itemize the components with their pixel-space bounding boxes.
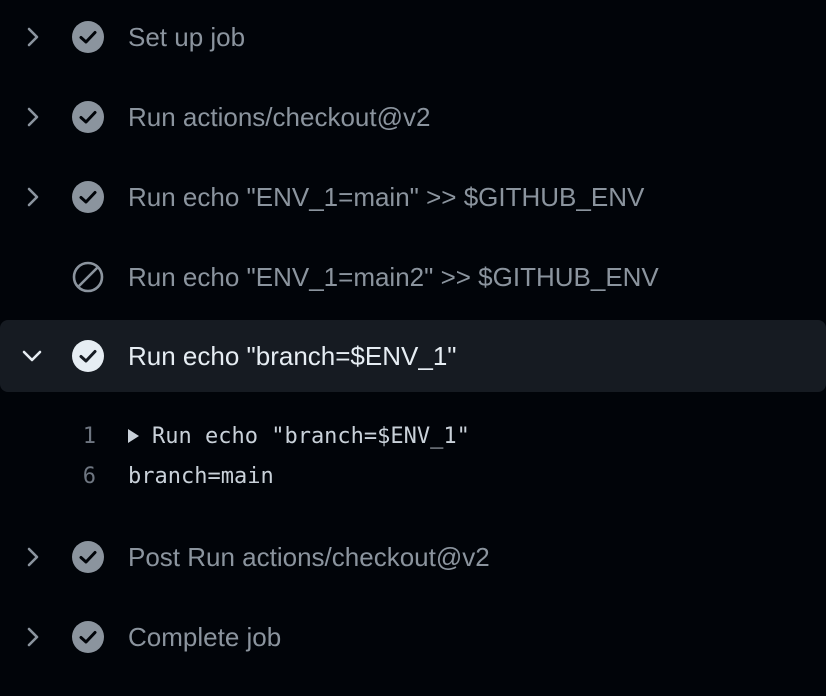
log-line-text: Run echo "branch=$ENV_1": [152, 423, 470, 449]
check-circle-icon: [72, 541, 104, 573]
log-line: 6 branch=main: [0, 456, 826, 496]
log-line[interactable]: 1 Run echo "branch=$ENV_1": [0, 416, 826, 456]
log-line-text: branch=main: [128, 463, 274, 489]
log-line-number: 6: [82, 463, 96, 489]
step-label: Run echo "ENV_1=main2" >> $GITHUB_ENV: [128, 261, 659, 292]
chevron-right-icon[interactable]: [22, 106, 44, 128]
step-set-up-job[interactable]: Set up job: [0, 1, 826, 73]
check-circle-icon: [72, 21, 104, 53]
step-label: Run actions/checkout@v2: [128, 101, 431, 132]
check-circle-icon: [72, 101, 104, 133]
step-label: Complete job: [128, 621, 282, 652]
chevron-down-icon[interactable]: [21, 345, 43, 367]
chevron-right-icon[interactable]: [22, 186, 44, 208]
log-line-number: 1: [82, 423, 96, 449]
chevron-right-icon[interactable]: [22, 546, 44, 568]
step-run-echo-branch[interactable]: Run echo "branch=$ENV_1": [0, 320, 826, 392]
chevron-right-icon[interactable]: [22, 626, 44, 648]
skipped-icon: [72, 261, 104, 293]
step-label: Run echo "branch=$ENV_1": [128, 340, 457, 371]
step-label: Run echo "ENV_1=main" >> $GITHUB_ENV: [128, 181, 645, 212]
step-complete-job[interactable]: Complete job: [0, 601, 826, 673]
check-circle-icon: [72, 621, 104, 653]
check-circle-icon: [72, 181, 104, 213]
step-run-checkout[interactable]: Run actions/checkout@v2: [0, 81, 826, 153]
chevron-right-icon[interactable]: [22, 26, 44, 48]
check-circle-icon: [72, 340, 104, 372]
step-run-echo-env-main[interactable]: Run echo "ENV_1=main" >> $GITHUB_ENV: [0, 161, 826, 233]
expand-triangle-icon[interactable]: [128, 429, 139, 443]
step-label: Set up job: [128, 21, 246, 52]
step-post-run-checkout[interactable]: Post Run actions/checkout@v2: [0, 521, 826, 593]
step-run-echo-env-main2: Run echo "ENV_1=main2" >> $GITHUB_ENV: [0, 241, 826, 313]
step-label: Post Run actions/checkout@v2: [128, 541, 490, 572]
